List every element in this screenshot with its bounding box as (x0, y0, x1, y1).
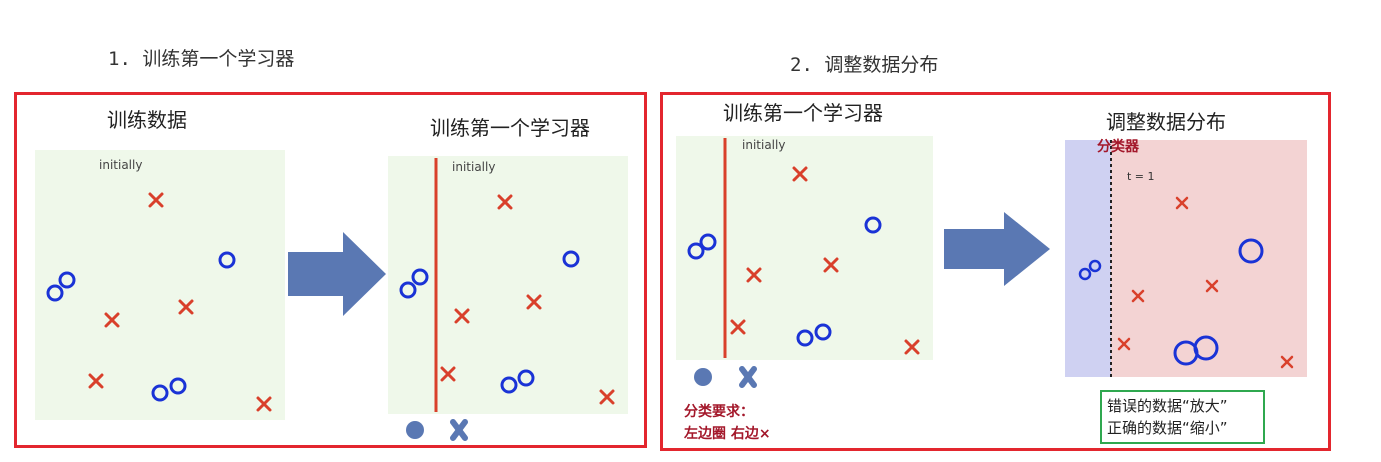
step2-title: 2. 调整数据分布 (790, 54, 939, 76)
panel-c-initially-label: initially (742, 138, 786, 152)
note-misclassified-enlarge: 错误的数据“放大” (1107, 397, 1228, 415)
circle-marker-icon (399, 281, 417, 299)
circle-marker-icon (562, 250, 580, 268)
panel-b-first-learner: initially (388, 156, 628, 414)
panel-c-legend (694, 366, 757, 388)
filled-cross-icon (450, 419, 468, 441)
panel-b-legend (406, 419, 468, 441)
iteration-label: t = 1 (1127, 170, 1155, 183)
circle-marker-icon (58, 271, 76, 289)
filled-circle-icon (694, 368, 712, 386)
filled-cross-icon (739, 366, 757, 388)
circle-marker-icon (1238, 238, 1264, 264)
circle-marker-icon (151, 384, 169, 402)
cross-marker-icon (599, 389, 615, 405)
filled-circle-icon (406, 421, 424, 439)
cross-marker-icon (104, 312, 120, 328)
circle-marker-icon (1193, 335, 1219, 361)
panel-b-initially-label: initially (452, 160, 496, 174)
circle-marker-icon (687, 242, 705, 260)
cross-marker-icon (178, 299, 194, 315)
cross-marker-icon (1205, 279, 1219, 293)
panel-c-first-learner: initially (676, 136, 933, 360)
cross-marker-icon (823, 257, 839, 273)
panel-d-heading: 调整数据分布 (1106, 110, 1226, 134)
circle-marker-icon (864, 216, 882, 234)
classification-requirement-rule: 左边圈 右边× (684, 426, 771, 442)
circle-marker-icon (1078, 267, 1092, 281)
classification-requirement-title: 分类要求： (684, 404, 754, 420)
weight-adjustment-note: 错误的数据“放大” 正确的数据“缩小” (1100, 390, 1265, 444)
cross-marker-icon (88, 373, 104, 389)
step1-title: 1. 训练第一个学习器 (108, 48, 295, 70)
circle-marker-icon (218, 251, 236, 269)
panel-b-heading: 训练第一个学习器 (430, 116, 590, 140)
circle-marker-icon (796, 329, 814, 347)
classifier-label: 分类器 (1097, 139, 1139, 155)
circle-marker-icon (814, 323, 832, 341)
cross-marker-icon (497, 194, 513, 210)
right-arrow-icon (944, 212, 1050, 286)
cross-marker-icon (454, 308, 470, 324)
cross-marker-icon (1117, 337, 1131, 351)
circle-marker-icon (500, 376, 518, 394)
panel-a-training-data: initially (35, 150, 285, 420)
circle-marker-icon (517, 369, 535, 387)
cross-marker-icon (904, 339, 920, 355)
cross-marker-icon (746, 267, 762, 283)
cross-marker-icon (148, 192, 164, 208)
panel-d-adjusted-distribution: t = 1 (1065, 140, 1307, 377)
step1-frame (14, 92, 647, 448)
cross-marker-icon (792, 166, 808, 182)
cross-marker-icon (1131, 289, 1145, 303)
cross-marker-icon (1280, 355, 1294, 369)
panel-a-initially-label: initially (99, 158, 143, 172)
right-arrow-icon (288, 232, 386, 316)
circle-marker-icon (699, 233, 717, 251)
circle-marker-icon (411, 268, 429, 286)
left-class-region (1065, 140, 1111, 377)
circle-marker-icon (169, 377, 187, 395)
circle-marker-icon (46, 284, 64, 302)
note-correct-shrink: 正确的数据“缩小” (1107, 419, 1228, 437)
cross-marker-icon (730, 319, 746, 335)
cross-marker-icon (256, 396, 272, 412)
cross-marker-icon (1175, 196, 1189, 210)
cross-marker-icon (440, 366, 456, 382)
step2-frame (660, 92, 1331, 451)
panel-a-heading: 训练数据 (107, 108, 187, 132)
circle-marker-icon (1088, 259, 1102, 273)
cross-marker-icon (526, 294, 542, 310)
panel-c-heading: 训练第一个学习器 (723, 101, 883, 125)
